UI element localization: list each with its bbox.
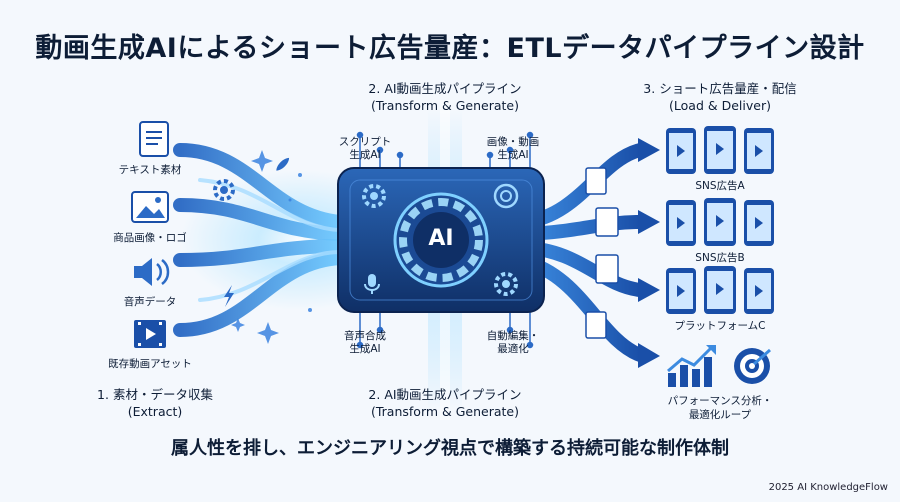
channel-label-sns-a: SNS広告A <box>695 180 745 192</box>
text-document-icon <box>139 121 169 157</box>
phone-group-sns-a <box>666 126 774 174</box>
module-script-label: スクリプト生成AI <box>338 136 392 161</box>
channel-label-platform-c: プラットフォームC <box>674 320 766 332</box>
extract-flows <box>173 143 347 337</box>
footer-credit: 2025 AI KnowledgeFlow <box>768 482 888 493</box>
ai-chip-label: AI <box>428 226 454 251</box>
growth-chart-icon <box>667 345 716 387</box>
audio-icon <box>134 258 170 286</box>
image-icon <box>131 191 169 223</box>
module-edit-label: 自動編集・最適化 <box>486 330 540 355</box>
extract-heading: 1. 素材・データ収集 (Extract) <box>97 387 213 419</box>
tagline: 属人性を排し、エンジニアリング視点で構築する持続可能な制作体制 <box>171 438 729 459</box>
lightning-icon <box>224 285 234 307</box>
channel-label-sns-b: SNS広告B <box>695 252 745 264</box>
source-label-audio: 音声データ <box>123 296 177 308</box>
phone-group-platform-c <box>666 266 774 314</box>
source-label-text: テキスト素材 <box>118 164 182 176</box>
gear-icon <box>494 272 518 296</box>
page-title: 動画生成AIによるショート広告量産：ETLデータパイプライン設計 <box>35 33 865 64</box>
gear-icon <box>213 179 235 201</box>
source-label-video: 既存動画アセット <box>108 358 192 370</box>
arrowheads <box>638 138 660 368</box>
transform-heading-bottom: 2. AI動画生成パイプライン (Transform & Generate) <box>368 387 522 419</box>
phone-group-sns-b <box>666 198 774 246</box>
circuit-traces <box>356 131 534 349</box>
sparkle-decor <box>231 150 312 344</box>
rocket-icon <box>276 157 290 171</box>
gear-icon <box>362 184 386 208</box>
source-label-image: 商品画像・ロゴ <box>113 232 187 244</box>
document-icon <box>585 167 619 339</box>
load-heading: 3. ショート広告量産・配信 (Load & Deliver) <box>643 81 797 113</box>
module-voice-label: 音声合成生成AI <box>344 330 386 355</box>
microphone-icon <box>364 274 380 294</box>
analytics-label: パフォーマンス分析・ 最適化ループ <box>667 395 773 421</box>
target-icon <box>734 348 771 384</box>
network-icon <box>493 183 519 209</box>
transform-heading-top: 2. AI動画生成パイプライン (Transform & Generate) <box>368 81 522 113</box>
ai-chip <box>337 167 545 313</box>
video-film-icon <box>134 320 166 348</box>
module-image-label: 画像・動画生成AI <box>486 136 540 161</box>
